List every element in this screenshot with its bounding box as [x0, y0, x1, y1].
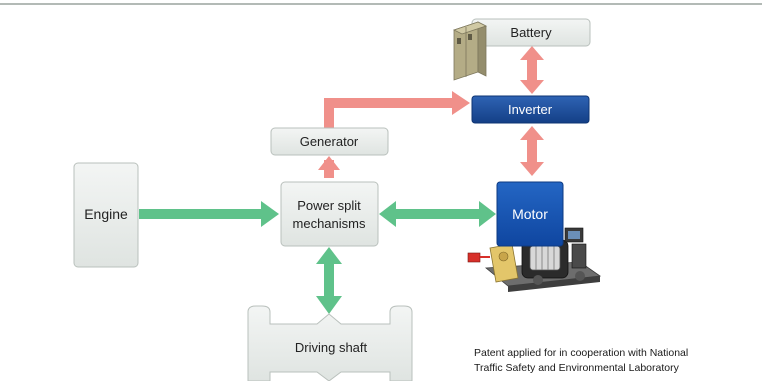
arrow-powersplit-drivingshaft	[316, 247, 342, 314]
driving-shaft-label: Driving shaft	[295, 340, 368, 355]
generator-node: Generator	[270, 127, 389, 156]
arrow-inverter-motor	[520, 126, 544, 176]
motor-label: Motor	[512, 206, 548, 222]
battery-node: Battery	[471, 18, 591, 47]
battery-pack-illustration	[452, 21, 488, 81]
arrow-engine-powersplit	[139, 201, 279, 227]
arrow-generator-inverter	[324, 91, 470, 128]
generator-label: Generator	[300, 134, 359, 149]
arrow-powersplit-motor	[379, 201, 496, 227]
driving-shaft-node: Driving shaft	[247, 305, 413, 382]
arrow-powersplit-generator	[318, 156, 340, 178]
arrow-battery-inverter	[520, 46, 544, 94]
patent-note: Patent applied for in cooperation with N…	[474, 346, 758, 376]
power-split-node: Power split mechanisms	[280, 181, 379, 247]
inverter-node: Inverter	[471, 95, 590, 124]
motor-machinery-illustration	[467, 227, 602, 292]
power-split-label-line2: mechanisms	[293, 216, 366, 231]
engine-label: Engine	[84, 206, 128, 222]
battery-label: Battery	[510, 25, 552, 40]
engine-node: Engine	[73, 162, 139, 268]
power-split-label-line1: Power split	[297, 198, 361, 213]
inverter-label: Inverter	[508, 102, 553, 117]
patent-note-line1: Patent applied for in cooperation with N…	[474, 347, 689, 359]
patent-note-line2: Traffic Safety and Environmental Laborat…	[474, 362, 679, 374]
motor-node: Motor	[496, 181, 564, 247]
